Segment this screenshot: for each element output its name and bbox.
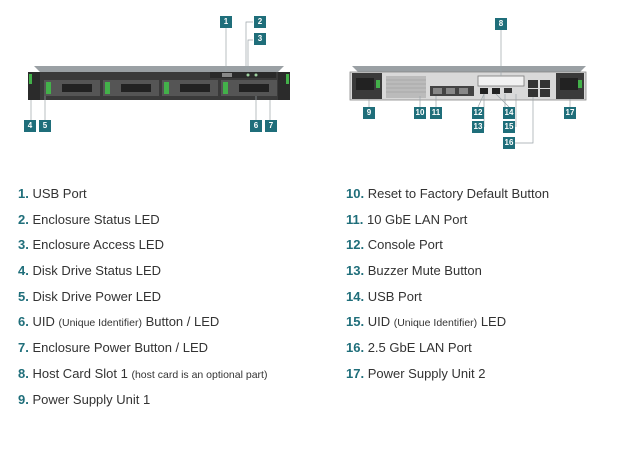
- legend-item-13: 13. Buzzer Mute Button: [346, 263, 482, 279]
- legend-item-11: 11. 10 GbE LAN Port: [346, 211, 468, 227]
- legend-item-7: 7. Enclosure Power Button / LED: [18, 340, 209, 356]
- legend-item-5: 5. Disk Drive Power LED: [18, 288, 162, 304]
- callout-14: 14: [503, 107, 515, 119]
- callout-12: 12: [472, 107, 484, 119]
- callout-11: 11: [430, 107, 442, 119]
- callout-16: 16: [503, 137, 515, 149]
- legend-item-6: 6. UID (Unique Identifier) Button / LED: [18, 314, 220, 330]
- legend-item-15: 15. UID (Unique Identifier) LED: [346, 314, 507, 330]
- callout-1: 1: [220, 16, 232, 28]
- callout-17: 17: [564, 107, 576, 119]
- front-panel: [28, 66, 290, 100]
- legend-left: 1. USB Port 2. Enclosure Status LED 3. E…: [18, 184, 267, 415]
- legend-item-17: 17. Power Supply Unit 2: [346, 365, 486, 381]
- legend-item-1: 1. USB Port: [18, 186, 87, 201]
- callout-8: 8: [495, 18, 507, 30]
- rear-panel: [349, 66, 587, 101]
- legend-item-8: 8. Host Card Slot 1 (host card is an opt…: [18, 365, 268, 381]
- legend-item-14: 14. USB Port: [346, 288, 422, 304]
- callout-7: 7: [265, 120, 277, 132]
- callout-6: 6: [250, 120, 262, 132]
- callout-4: 4: [24, 120, 36, 132]
- legend-item-4: 4. Disk Drive Status LED: [18, 263, 162, 279]
- device-illustration: [28, 21, 587, 144]
- callout-15: 15: [503, 121, 515, 133]
- callout-3: 3: [254, 33, 266, 45]
- hardware-diagram: 1 2 3 4 5 6 7 8 9 10 11 12 13 14 15 16 1…: [0, 0, 624, 160]
- legend-item-3: 3. Enclosure Access LED: [18, 237, 164, 253]
- legend-item-2: 2. Enclosure Status LED: [18, 211, 160, 227]
- legend-item-9: 9. Power Supply Unit 1: [18, 391, 151, 407]
- legend-item-16: 16. 2.5 GbE LAN Port: [346, 340, 472, 356]
- legend-item-10: 10. Reset to Factory Default Button: [346, 186, 550, 201]
- legend-right: 10. Reset to Factory Default Button 11. …: [346, 184, 549, 390]
- callout-5: 5: [39, 120, 51, 132]
- callout-13: 13: [472, 121, 484, 133]
- callout-2: 2: [254, 16, 266, 28]
- callout-10: 10: [414, 107, 426, 119]
- legend-item-12: 12. Console Port: [346, 237, 443, 253]
- callout-9: 9: [363, 107, 375, 119]
